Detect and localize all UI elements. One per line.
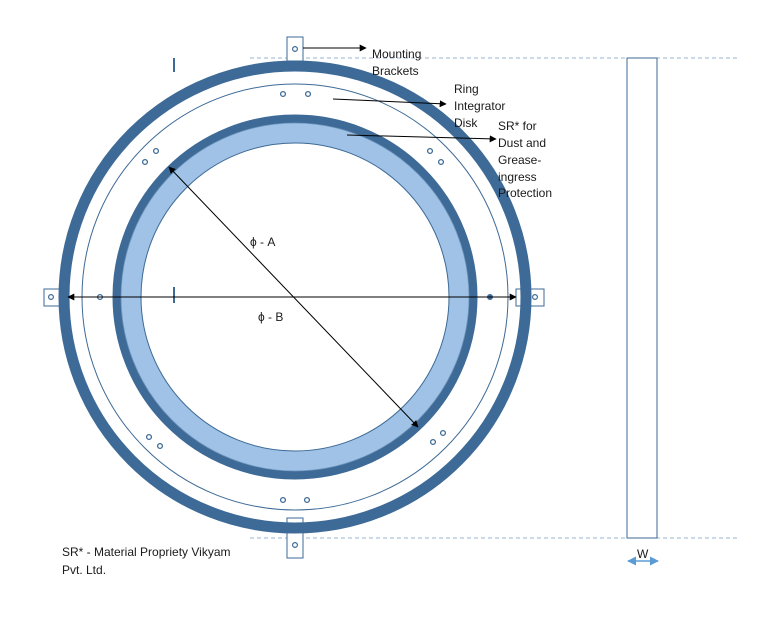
bolt-holes xyxy=(96,90,447,504)
width-label: W xyxy=(637,547,649,561)
diameter-a-label: ϕ - A xyxy=(250,235,275,249)
mounting-brackets xyxy=(43,36,545,559)
sr-callout-arrow xyxy=(346,134,497,143)
ring-callout-arrow xyxy=(332,98,447,108)
side-view-width xyxy=(626,57,658,539)
sr-protection-label: SR* for Dust and Grease- ingress Protect… xyxy=(498,119,552,200)
ring-integrator-label: Ring Integrator Disk xyxy=(454,82,509,130)
footnote: SR* - Material Propriety Vikyam Pvt. Ltd… xyxy=(62,545,234,577)
mounting-brackets-label: Mounting Brackets xyxy=(372,47,425,78)
outer-ring xyxy=(58,60,532,534)
diameter-b-label: ϕ - B xyxy=(258,310,283,324)
